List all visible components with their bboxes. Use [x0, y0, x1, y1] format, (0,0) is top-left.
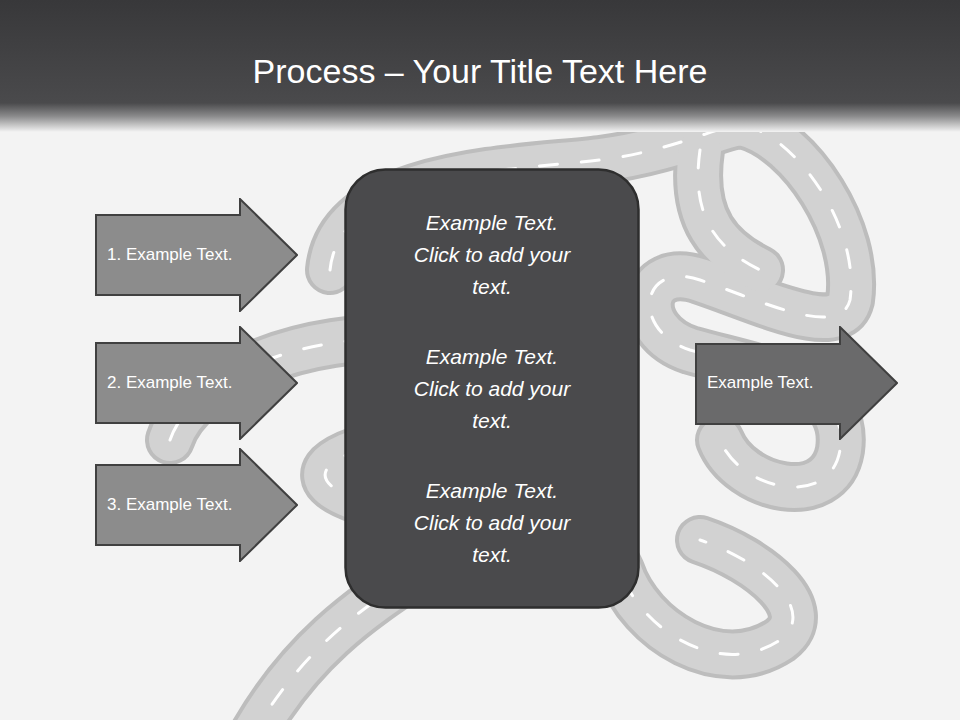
- arrow-label: Example Text.: [707, 326, 813, 440]
- input-arrow: 2. Example Text.: [95, 326, 298, 440]
- arrow-outline: [96, 449, 297, 561]
- output-arrow: Example Text.: [695, 326, 898, 440]
- process-panel: Example Text. Click to add your text. Exa…: [344, 168, 640, 609]
- panel-text-column: Example Text. Click to add your text. Exa…: [344, 168, 640, 609]
- panel-text: Example Text. Click to add your text.: [407, 475, 577, 571]
- arrow-label: 3. Example Text.: [107, 448, 232, 562]
- input-arrow: 1. Example Text.: [95, 198, 298, 312]
- arrow-outline: [696, 327, 897, 439]
- arrow-label: 2. Example Text.: [107, 326, 232, 440]
- panel-text: Example Text. Click to add your text.: [407, 207, 577, 303]
- arrow-outline: [96, 199, 297, 311]
- arrow-label: 1. Example Text.: [107, 198, 232, 312]
- panel-outline: [346, 170, 639, 608]
- arrow-outline: [96, 327, 297, 439]
- panel-text: Example Text. Click to add your text.: [407, 341, 577, 437]
- slide-title: Process – Your Title Text Here: [0, 52, 960, 91]
- input-arrow: 3. Example Text.: [95, 448, 298, 562]
